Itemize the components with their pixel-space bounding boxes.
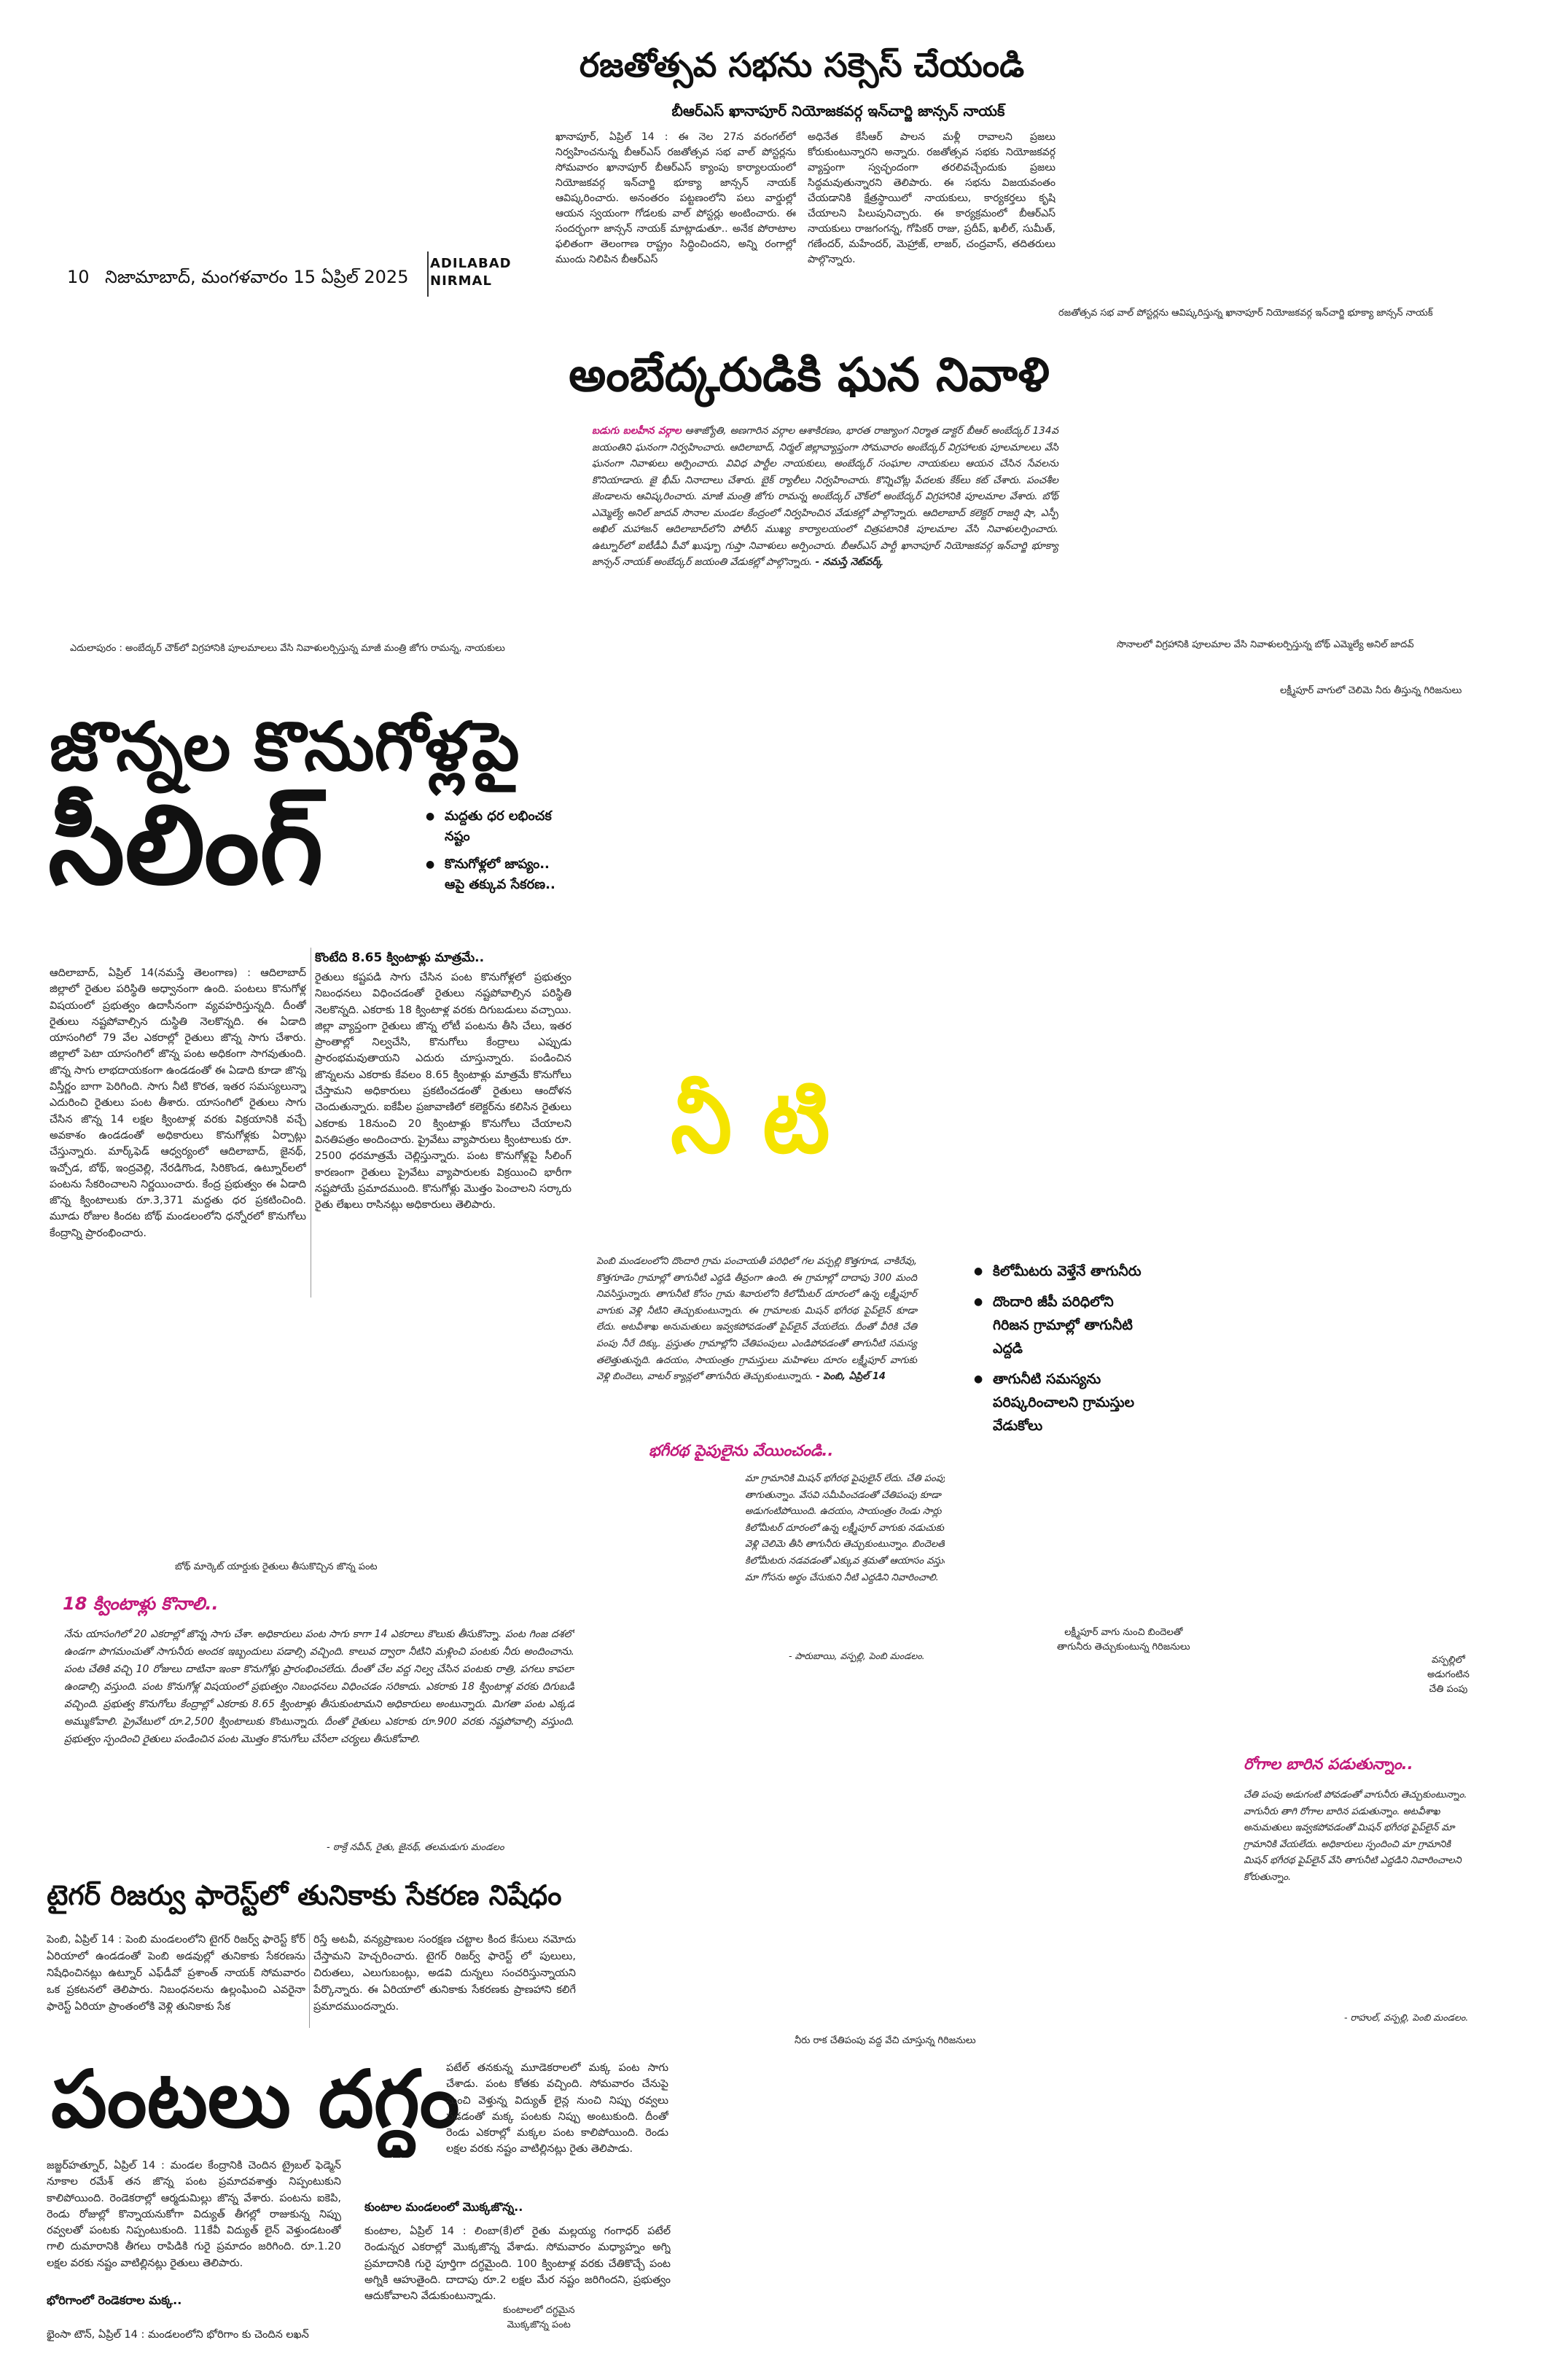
article2-credit: - నమస్తే నెట్‌వర్క్ xyxy=(815,556,883,568)
article4-caption3: నీరు రాక చేతిపంపు వద్ద వేచి చూస్తున్న గి… xyxy=(795,2035,976,2046)
article6-caption-line2: మొక్కజొన్న పంట xyxy=(507,2319,571,2330)
article2-caption-far-right: లక్ష్మీపూర్ వాగులో చెలిమె నీరు తీస్తున్న… xyxy=(1280,685,1462,696)
article4-caption2: వస్పల్లిలో అడుగంటిన చేతి పంపు xyxy=(1427,1653,1470,1697)
article6-caption: కుంటాలలో దగ్ధమైన మొక్కజొన్న పంట xyxy=(503,2303,574,2333)
masthead: 10 నిజామాబాద్, మంగళవారం 15 ఏప్రిల్ 2025 xyxy=(61,265,528,294)
article3-bullet: కొనుగోళ్లలో జాప్యం.. ఆపై తక్కువ సేకరణ.. xyxy=(426,854,557,895)
article3-headline-1: జొన్నల కొనుగోళ్లపై xyxy=(50,708,520,786)
article4-photo-top xyxy=(598,744,1509,1210)
article3-side-body: నేను యాసంగిలో 20 ఎకరాల్లో జొన్న సాగు చేశ… xyxy=(64,1628,574,1745)
edition-line-2: NIRMAL xyxy=(430,273,492,289)
article3-col2-heading: కొంటేది 8.65 క్వింటాళ్లు మాత్రమే.. xyxy=(315,951,485,965)
article3-bullet: మద్దతు ధర లభించక నష్టం xyxy=(426,806,557,847)
article4-quote1: మా గ్రామానికి మిషన్ భగీరథ పైపులైన్ లేదు.… xyxy=(745,1473,963,1583)
article6-col2: కుంటాల, ఏప్రిల్ 14 : లింబా(కే)లో రైతు మల… xyxy=(364,2225,671,2303)
edition-name: ADILABAD NIRMAL xyxy=(430,255,525,290)
article3-photo-caption: బోథ్ మార్కెట్ యార్డుకు రైతులు తీసుకొచ్చి… xyxy=(175,1561,378,1572)
edition-line-1: ADILABAD xyxy=(430,256,512,271)
article4-headline: నీ టి xyxy=(671,1072,830,1173)
article1-photo-caption: రజతోత్సవ సభ వాల్ పోస్టర్లను ఆవిష్కరిస్తు… xyxy=(1058,308,1433,319)
article4-photo-bottom xyxy=(598,1677,1232,2026)
masthead-rule xyxy=(427,251,429,297)
article2-caption-right: సొనాలలో విగ్రహానికి పూలమాల వేసి నివాళులర… xyxy=(1117,639,1414,650)
article1-headline: రజతోత్సవ సభను సక్సెస్ చేయండి xyxy=(579,45,1025,85)
article4-quote1-heading: భగీరథ పైపులైను వేయించండి.. xyxy=(649,1442,834,1459)
article2-photo-left xyxy=(61,350,564,638)
article6-photo xyxy=(364,2158,671,2187)
article4-caption2-line3: చేతి పంపు xyxy=(1429,1684,1468,1695)
article4-caption1: లక్ష్మీపూర్ వాగు నుంచి బిందెలతో తాగునీరు… xyxy=(1057,1626,1190,1655)
article3-side-heading: 18 క్వింటాళ్లు కొనాలి.. xyxy=(63,1593,219,1614)
article1-photo xyxy=(1072,22,1509,303)
article2-lead-label: బడుగు బలహీన వర్గాల xyxy=(592,425,682,437)
article6-right-top: పటేల్ తనకున్న మూడెకరాలలో మక్క పంట సాగు చ… xyxy=(446,2062,668,2155)
article4-bullets: కిలోమీటరు వెళ్తేనే తాగునీరు దొందారి జీపీ… xyxy=(974,1260,1142,1445)
article3-bullets: మద్దతు ధర లభించక నష్టం కొనుగోళ్లలో జాప్య… xyxy=(426,806,557,902)
article4-caption2-line2: అడుగంటిన xyxy=(1427,1669,1470,1680)
article4-photo-mid xyxy=(945,1451,1509,1618)
article4-body: పెంబి మండలంలోని దొందారి గ్రామ పంచాయతీ పర… xyxy=(596,1254,917,1386)
article1-col1: ఖానాపూర్, ఏప్రిల్ 14 : ఈ నెల 27న వరంగల్‌… xyxy=(555,131,796,265)
article4-bullet: తాగునీటి సమస్యను పరిష్కరించాలని గ్రామస్త… xyxy=(974,1367,1142,1437)
article4-quote2-heading: రోగాల బారిన పడుతున్నాం.. xyxy=(1244,1755,1413,1773)
article4-caption1-line2: తాగునీరు తెచ్చుకుంటున్న గిరిజనులు xyxy=(1057,1642,1190,1653)
article5-col1: పెంబి, ఏప్రిల్ 14 : పెంబి మండలంలోని టైగర… xyxy=(47,1934,305,2013)
dateline: నిజామాబాద్, మంగళవారం 15 ఏప్రిల్ 2025 xyxy=(105,267,409,287)
article2-photo-right xyxy=(1072,343,1509,634)
article4-bullet: దొందారి జీపీ పరిధిలోని గిరిజన గ్రామాల్లో… xyxy=(974,1290,1142,1360)
article1-subhead: బీఆర్ఎస్ ఖానాపూర్ నియోజకవర్గ ఇన్‌చార్జి … xyxy=(671,102,1005,120)
article5-headline: టైగర్ రిజర్వు ఫారెస్ట్‌లో తునికాకు సేకరణ… xyxy=(47,1879,562,1911)
article2-body: బడుగు బలహీన వర్గాల ఆశాజ్యోతి, అణగారిన వర… xyxy=(592,423,1058,571)
article6-col1-tail: భైంసా టౌన్, ఏప్రిల్ 14 : మండలంలోని భోరిగ… xyxy=(47,2329,309,2341)
article6-sub1: కుంటాల మండలంలో మొక్కజొన్న.. xyxy=(364,2200,523,2214)
page-number: 10 xyxy=(67,267,90,287)
article4-quote2: చేతి పంపు అడుగంటి పోవడంతో వాగునీరు తెచ్చ… xyxy=(1244,1790,1467,1883)
article4-quote1-credit: - పారుబాయి, వస్పల్లి, పెంబి మండలం. xyxy=(789,1650,925,1661)
article4-caption1-line1: లక్ష్మీపూర్ వాగు నుంచి బిందెలతో xyxy=(1064,1627,1183,1638)
article1-col2: అధినేత కేసీఆర్ పాలన మళ్లీ రావాలని ప్రజలు… xyxy=(808,131,1055,265)
article3-col1: ఆదిలాబాద్, ఏప్రిల్ 14(నమస్తే తెలంగాణ) : … xyxy=(50,967,306,1239)
article5-col2: రిస్తే అటవీ, వన్యప్రాణుల సంరక్షణ చట్టాల … xyxy=(313,1934,576,2013)
article2-body-text: ఆశాజ్యోతి, అణగారిన వర్గాల ఆశాకిరణం, భారత… xyxy=(592,425,1059,568)
article4-quote2-credit: - రాహుల్, వస్పల్లి, పెంబి మండలం. xyxy=(1344,2012,1469,2023)
article4-credit: - పెంబి, ఏప్రిల్ 14 xyxy=(816,1371,886,1383)
article6-caption-line1: కుంటాలలో దగ్ధమైన xyxy=(503,2305,575,2316)
article3-col2: రైతులు కష్టపడి సాగు చేసిన పంట కొనుగోళ్లల… xyxy=(315,972,571,1212)
article4-bullet: కిలోమీటరు వెళ్తేనే తాగునీరు xyxy=(974,1260,1142,1283)
article6-col1: జజ్జర్‌హత్నూర్, ఏప్రిల్ 14 : మండల కేంద్ర… xyxy=(47,2160,341,2269)
article2-headline: అంబేద్కరుడికి ఘన నివాళి xyxy=(569,348,1050,402)
article4-caption2-line1: వస్పల్లిలో xyxy=(1431,1655,1465,1666)
article3-headline-2: సీలింగ్ xyxy=(48,782,324,909)
article5-column-rule xyxy=(309,1933,310,2028)
article6-sub2: భోరిగాంలో రెండెకరాల మక్క.. xyxy=(47,2293,182,2307)
article3-side-credit: - ఠాక్రే నవీన్, రైతు, జైనథ్, తలమడుగు మండ… xyxy=(327,1842,504,1853)
article4-body-text: పెంబి మండలంలోని దొందారి గ్రామ పంచాయతీ పర… xyxy=(596,1256,917,1383)
article2-caption-left: ఎదులాపురం : అంబేద్కర్ చౌక్‌లో విగ్రహానిక… xyxy=(70,643,505,654)
article3-photo xyxy=(50,1323,574,1556)
article6-headline: పంటలు దగ్ధం xyxy=(51,2054,460,2145)
